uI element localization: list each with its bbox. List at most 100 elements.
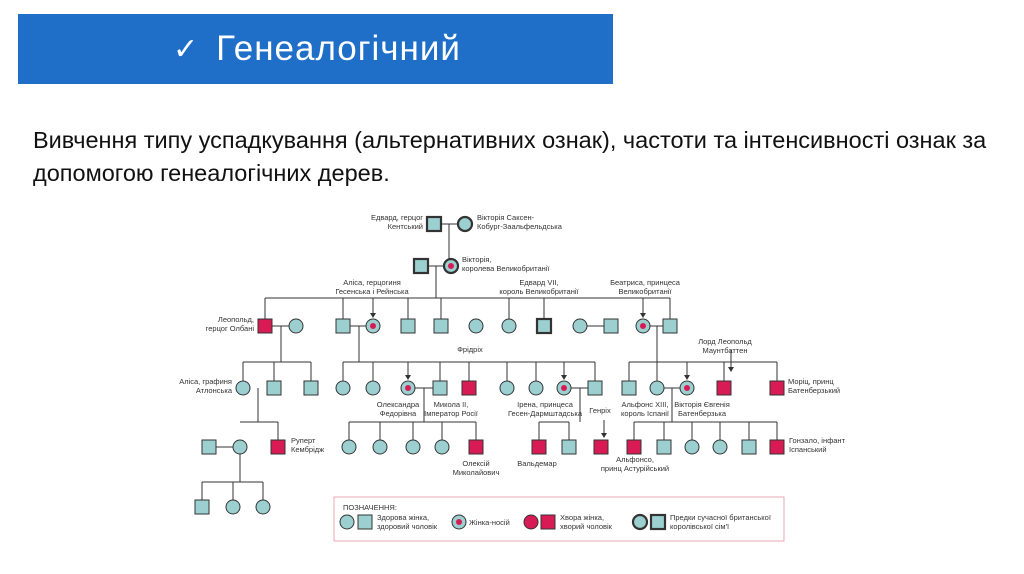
male-symbol: [662, 318, 678, 334]
person-label: Альфонсо,: [616, 455, 654, 464]
person-label: Гесенська і Рейнська: [335, 287, 409, 296]
person-label: Вальдемар: [517, 459, 557, 468]
male-symbol: [593, 439, 609, 455]
person-label: Моріц, принц: [788, 377, 834, 386]
female-symbol: [528, 380, 544, 396]
arrow-icon: [728, 367, 734, 372]
legend-label: Жінка-носій: [469, 518, 510, 527]
person-label: Олексій: [462, 459, 489, 468]
person-label: Атлонська: [196, 386, 233, 395]
male-symbol: [357, 514, 373, 530]
male-symbol: [412, 257, 430, 275]
person-label: Вікторія Євгенія: [674, 400, 730, 409]
female-symbol: [372, 439, 388, 455]
person-label: королева Великобританії: [462, 264, 550, 273]
male-symbol: [303, 380, 319, 396]
legend-title: ПОЗНАЧЕННЯ:: [343, 503, 397, 512]
person-label: Беатриса, принцеса: [610, 278, 681, 287]
arrow-icon: [405, 375, 411, 380]
male-symbol: [587, 380, 603, 396]
person-label: Великобританії: [618, 287, 672, 296]
female-symbol: [649, 380, 665, 396]
person-label: Вікторія,: [462, 255, 492, 264]
arrow-icon: [684, 375, 690, 380]
male-symbol: [741, 439, 757, 455]
carrier-dot: [561, 385, 567, 391]
person-label: Батенберзька: [678, 409, 727, 418]
person-label: Федорівна: [380, 409, 417, 418]
person-label: король Іспанії: [621, 409, 670, 418]
male-symbol: [468, 439, 484, 455]
person-label: Фрідріх: [457, 345, 483, 354]
carrier-dot: [370, 323, 376, 329]
person-label: Лорд Леопольд: [698, 337, 752, 346]
female-symbol: [468, 318, 484, 334]
carrier-dot: [448, 263, 454, 269]
female-symbol: [405, 439, 421, 455]
person-label: Вікторія Саксен-: [477, 213, 535, 222]
female-symbol: [365, 380, 381, 396]
person-label: Маунтбаттен: [703, 346, 748, 355]
female-symbol: [255, 499, 271, 515]
arrow-icon: [370, 313, 376, 318]
male-symbol: [656, 439, 672, 455]
female-symbol: [572, 318, 588, 334]
carrier-dot: [640, 323, 646, 329]
person-label: Ірена, принцеса: [517, 400, 574, 409]
person-label: Альфонс XIII,: [622, 400, 669, 409]
female-symbol: [712, 439, 728, 455]
arrow-icon: [561, 375, 567, 380]
person-label: Леопольд,: [218, 315, 254, 324]
person-label: Руперт: [291, 436, 316, 445]
legend-box: [333, 496, 785, 542]
male-symbol: [257, 318, 273, 334]
male-symbol: [335, 318, 351, 334]
carrier-dot: [684, 385, 690, 391]
person-label: Імператор Росії: [424, 409, 479, 418]
legend-label: здоровий чоловік: [377, 522, 438, 531]
person-label: Кембрідж: [291, 445, 324, 454]
carrier-dot: [456, 519, 462, 525]
arrow-icon: [640, 313, 646, 318]
person-label: герцог Олбані: [206, 324, 255, 333]
female-symbol: [501, 318, 517, 334]
female-symbol: [225, 499, 241, 515]
male-symbol: [649, 513, 667, 531]
male-symbol: [561, 439, 577, 455]
female-symbol: [631, 513, 649, 531]
male-symbol: [270, 439, 286, 455]
male-symbol: [621, 380, 637, 396]
legend-label: Здорова жінка,: [377, 513, 429, 522]
male-symbol: [201, 439, 217, 455]
person-label: Іспанський: [789, 445, 827, 454]
person-label: Генріх: [589, 406, 611, 415]
person-label: принц Астурійський: [601, 464, 669, 473]
person-label: Кентський: [388, 222, 423, 231]
person-label: Аліса, графиня: [179, 377, 232, 386]
male-symbol: [266, 380, 282, 396]
checkmark-icon: ✓: [173, 31, 199, 67]
person-label: Олександра: [377, 400, 420, 409]
person-label: Батенберзький: [788, 386, 840, 395]
male-symbol: [461, 380, 477, 396]
title-bar: ✓ Генеалогічний: [18, 14, 613, 84]
legend-label: хворий чоловік: [560, 522, 613, 531]
slide-title: Генеалогічний: [216, 29, 461, 68]
male-symbol: [432, 380, 448, 396]
person-label: Гонзало, інфант: [789, 436, 846, 445]
female-symbol: [341, 439, 357, 455]
male-symbol: [626, 439, 642, 455]
female-symbol: [434, 439, 450, 455]
carrier-dot: [405, 385, 411, 391]
person-label: Микола II,: [434, 400, 469, 409]
legend-label: Хвора жінка,: [560, 513, 604, 522]
male-symbol: [716, 380, 732, 396]
legend-label: королівської сім'ї: [670, 522, 730, 531]
female-symbol: [523, 514, 539, 530]
male-symbol: [603, 318, 619, 334]
female-symbol: [232, 439, 248, 455]
person-label: Аліса, герцогиня: [343, 278, 401, 287]
male-symbol: [769, 380, 785, 396]
female-symbol: [288, 318, 304, 334]
